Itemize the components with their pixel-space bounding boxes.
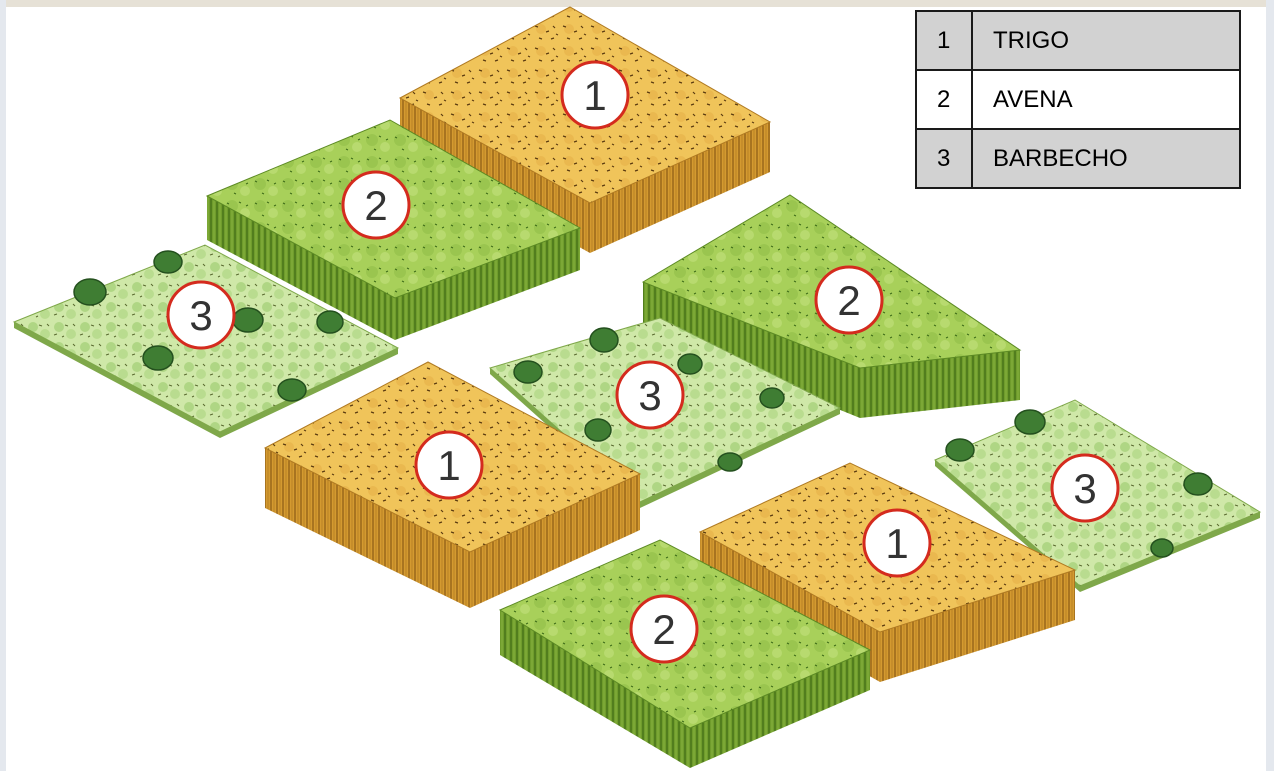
crop-legend-table: 1 TRIGO 2 AVENA 3 BARBECHO: [915, 10, 1241, 189]
label-text: 1: [583, 72, 606, 119]
legend-row: 3 BARBECHO: [916, 129, 1240, 188]
label-text: 3: [638, 372, 661, 419]
label-text: 2: [364, 182, 387, 229]
label-circle: 3: [168, 282, 234, 348]
label-text: 2: [837, 277, 860, 324]
legend-number: 1: [916, 11, 972, 70]
label-text: 3: [1073, 465, 1096, 512]
label-circle: 3: [1052, 455, 1118, 521]
label-text: 3: [189, 292, 212, 339]
legend-crop-name: AVENA: [972, 70, 1240, 129]
legend-crop-name: BARBECHO: [972, 129, 1240, 188]
label-circle: 1: [416, 432, 482, 498]
label-circle: 1: [864, 510, 930, 576]
legend-number: 3: [916, 129, 972, 188]
label-circle: 2: [631, 596, 697, 662]
legend-number: 2: [916, 70, 972, 129]
legend-crop-name: TRIGO: [972, 11, 1240, 70]
label-text: 1: [885, 520, 908, 567]
legend-row: 1 TRIGO: [916, 11, 1240, 70]
label-circle: 1: [562, 62, 628, 128]
label-circle: 2: [343, 172, 409, 238]
label-circle: 3: [617, 362, 683, 428]
legend-row: 2 AVENA: [916, 70, 1240, 129]
label-text: 2: [652, 606, 675, 653]
label-text: 1: [437, 442, 460, 489]
label-circle: 2: [816, 267, 882, 333]
